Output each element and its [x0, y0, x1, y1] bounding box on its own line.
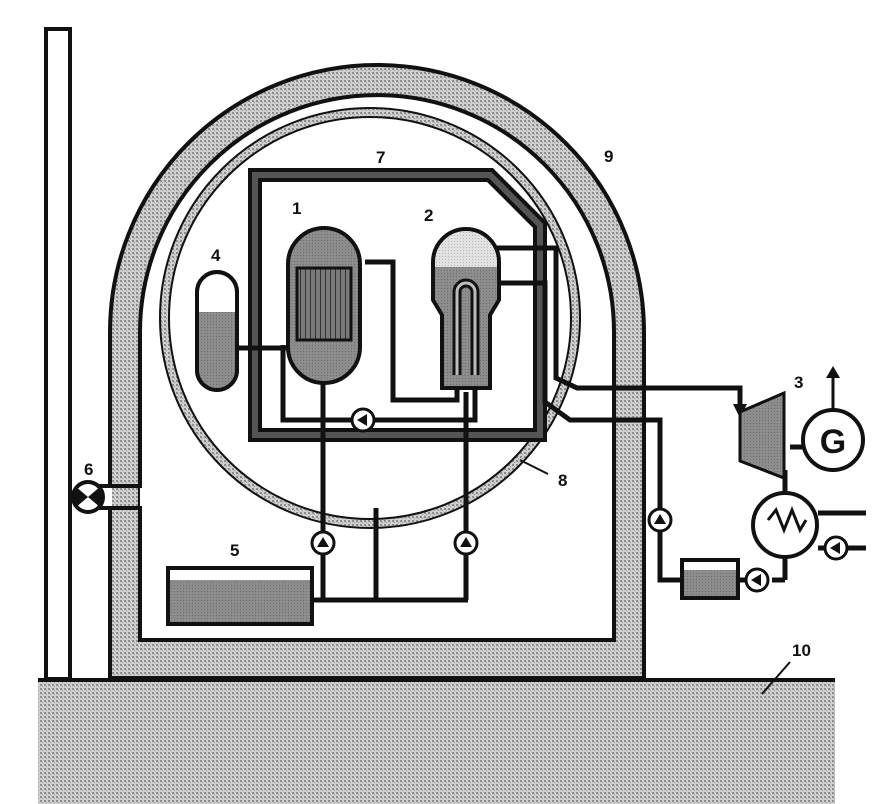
- label-steam-generator: 2: [424, 206, 433, 225]
- secondary-piping: [496, 245, 866, 583]
- label-shield: 7: [376, 148, 385, 167]
- turbine: [738, 390, 786, 481]
- storage-tank: [166, 566, 314, 626]
- label-ground: 10: [792, 641, 811, 660]
- biological-shield: [248, 168, 547, 442]
- feedwater-tank: [680, 558, 740, 600]
- label-reactor: 1: [292, 199, 301, 218]
- label-pressurizer: 4: [211, 246, 221, 265]
- label-tank: 5: [230, 541, 239, 560]
- ground: [38, 678, 835, 804]
- steam-generator: [431, 227, 501, 390]
- pressurizer: [195, 270, 239, 392]
- label-outer-containment: 9: [604, 147, 613, 166]
- valve: [71, 480, 105, 514]
- primary-piping: [236, 259, 478, 603]
- condensate-pump: [744, 567, 770, 593]
- condenser: [751, 491, 819, 559]
- leader-8: [519, 459, 549, 475]
- label-turbine: 3: [794, 373, 803, 392]
- primary-pump: [350, 407, 376, 433]
- injection-pump-right: [453, 530, 479, 556]
- injection-pump-left: [310, 530, 336, 556]
- label-valve: 6: [84, 460, 93, 479]
- vent-stack: [44, 27, 72, 681]
- feedwater-pump-vertical: [647, 507, 673, 533]
- generator: G: [801, 366, 865, 472]
- generator-label: G: [820, 423, 846, 461]
- reactor-vessel: [286, 226, 362, 385]
- cooling-pump: [823, 535, 849, 561]
- label-inner-containment: 8: [558, 471, 567, 490]
- leader-10: [761, 661, 791, 695]
